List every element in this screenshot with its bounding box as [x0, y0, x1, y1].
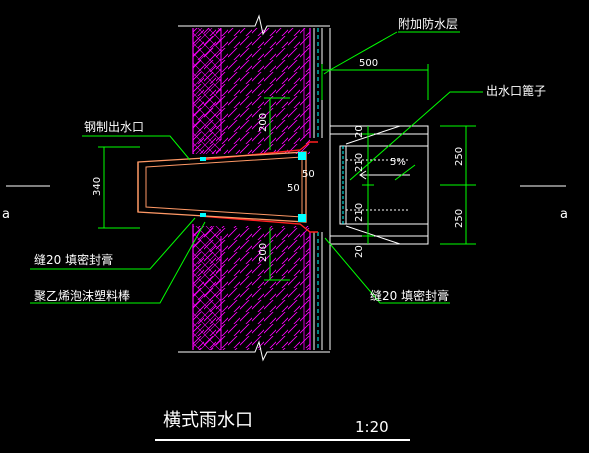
dimension-lines	[98, 64, 476, 281]
leader-lines	[30, 31, 483, 304]
dim-20-bottom: 20	[354, 245, 365, 258]
section-mark-left: a	[2, 207, 10, 222]
break-lines	[178, 14, 330, 362]
drawing-scale: 1:20	[355, 418, 389, 436]
label-pe-foam-rod: 聚乙烯泡沫塑料棒	[34, 288, 130, 303]
wall-upper	[192, 28, 311, 154]
dim-200-bottom: 200	[258, 243, 269, 262]
dim-210-bottom: 210	[354, 203, 365, 222]
seal-blocks	[200, 152, 306, 222]
outlet-grate	[329, 125, 429, 245]
dim-20-top: 20	[354, 125, 365, 138]
label-steel-outlet: 钢制出水口	[84, 120, 144, 134]
label-outlet-grate: 出水口篦子	[486, 83, 546, 98]
label-seam-right: 缝20 填密封膏	[370, 288, 449, 303]
dim-340: 340	[92, 177, 103, 196]
dim-250-top: 250	[454, 147, 465, 166]
label-extra-waterproof: 附加防水层	[398, 16, 458, 31]
dim-50-b: 50	[287, 183, 300, 194]
steel-outlet-funnel	[137, 151, 307, 223]
label-seam-left: 缝20 填密封膏	[34, 252, 113, 267]
drawing-title: 横式雨水口	[163, 410, 253, 431]
dim-250-bottom: 250	[454, 209, 465, 228]
wall-lower	[192, 224, 311, 350]
dim-200-top: 200	[258, 113, 269, 132]
dim-500: 500	[359, 58, 378, 69]
section-mark-right: a	[560, 207, 568, 222]
dim-50-a: 50	[302, 169, 315, 180]
dim-210-top: 210	[354, 153, 365, 172]
slope-label: 5%	[390, 157, 406, 168]
